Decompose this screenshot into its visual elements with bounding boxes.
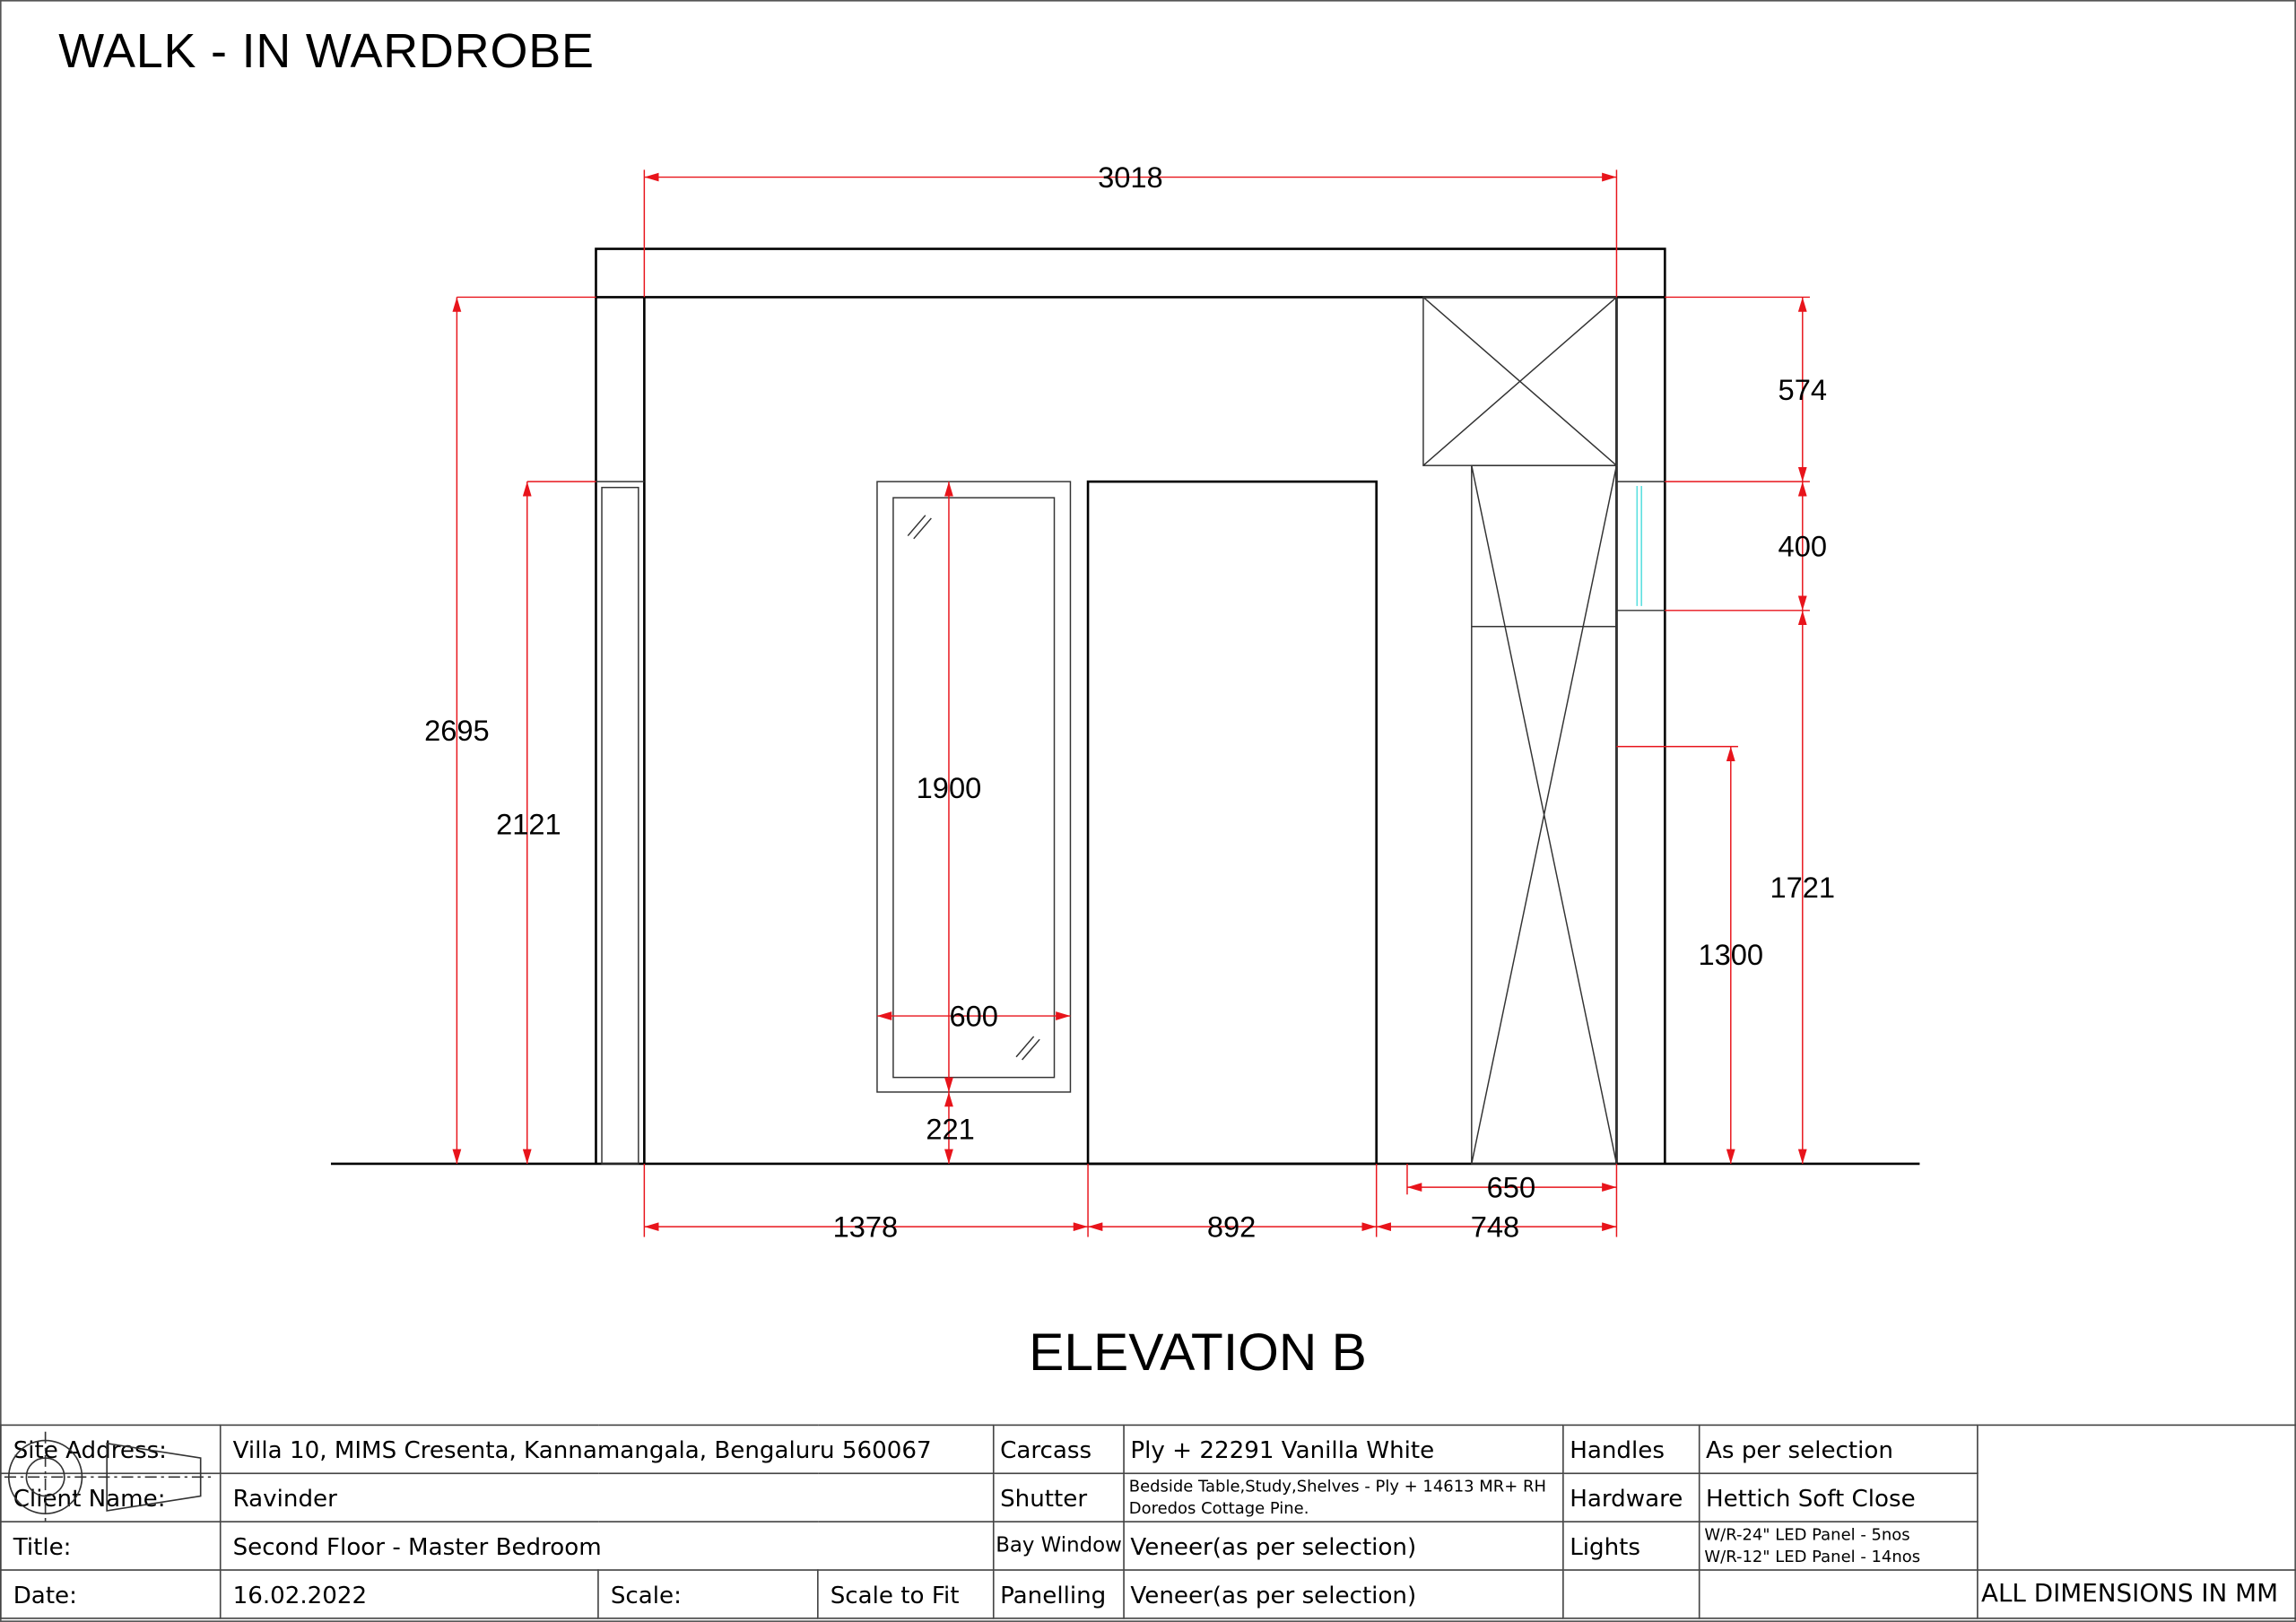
wardrobe-structure	[330, 247, 1920, 1166]
title-label: Title:	[0, 1521, 222, 1571]
site-value: Villa 10, MIMS Cresenta, Kannamangala, B…	[219, 1424, 995, 1475]
hardware-label: Hardware	[1562, 1472, 1700, 1522]
dim-seg-door: 892	[1207, 1210, 1256, 1244]
elevation-label: ELEVATION B	[1029, 1322, 1367, 1383]
date-value: 16.02.2022	[219, 1569, 599, 1619]
glass-hatch	[907, 515, 1040, 1061]
dim-seg-left: 1378	[833, 1210, 899, 1244]
dim-seg-right: 748	[1471, 1210, 1519, 1244]
dim-left-panel-height: 2121	[496, 808, 561, 841]
shutter-value: Bedside Table,Study,Shelves - Ply + 1461…	[1123, 1472, 1564, 1522]
drawing-title: WALK - IN WARDROBE	[58, 23, 595, 78]
dim-window-height: 400	[1779, 529, 1827, 562]
dim-overall-height: 2695	[424, 714, 490, 747]
extension-lines	[457, 169, 1810, 1237]
handles-value: As per selection	[1698, 1424, 1979, 1475]
dim-mirror-width: 600	[949, 1000, 997, 1033]
dimensions-note: ALL DIMENSIONS IN MM	[1977, 1569, 2296, 1619]
scale-value: Scale to Fit	[817, 1569, 995, 1619]
shutter-value-line-2: Doredos Cottage Pine.	[1128, 1498, 1309, 1519]
empty-cell	[1698, 1569, 1979, 1619]
title-value: Second Floor - Master Bedroom	[219, 1521, 995, 1571]
hardware-value: Hettich Soft Close	[1698, 1472, 1979, 1522]
mirror-glass	[892, 497, 1056, 1079]
title-block: Site Address: Villa 10, MIMS Cresenta, K…	[0, 1424, 2296, 1619]
dim-unit-height: 1721	[1770, 871, 1835, 904]
left-panel	[601, 486, 639, 1165]
projection-symbol	[4, 1424, 2296, 1571]
scale-label: Scale:	[597, 1569, 819, 1619]
panelling-label: Panelling	[992, 1569, 1125, 1619]
panelling-value: Veneer(as per selection)	[1123, 1569, 1564, 1619]
dim-overall-width: 3018	[1098, 160, 1163, 194]
bay-window-label: Bay Window	[992, 1521, 1125, 1571]
lights-value-line-1: W/R-24" LED Panel - 5nos	[1704, 1525, 1910, 1545]
mirror-frame	[876, 481, 1072, 1093]
client-value: Ravinder	[219, 1472, 995, 1522]
dimension-lines	[452, 172, 1807, 1232]
carcass-label: Carcass	[992, 1424, 1125, 1475]
handles-label: Handles	[1562, 1424, 1700, 1475]
dim-loft-height: 574	[1779, 373, 1827, 406]
dim-shelf-height: 1300	[1698, 938, 1763, 971]
wardrobe-details	[596, 296, 1665, 1165]
lights-label: Lights	[1562, 1521, 1700, 1571]
ceiling-beam	[595, 247, 1666, 299]
dim-unit-width: 650	[1487, 1171, 1535, 1204]
tall-unit-cross	[1471, 465, 1618, 1165]
bay-window-value: Veneer(as per selection)	[1123, 1521, 1564, 1571]
carcass-value: Ply + 22291 Vanilla White	[1123, 1424, 1564, 1475]
lights-value-line-2: W/R-12" LED Panel - 14nos	[1704, 1547, 1921, 1566]
dim-mirror-base: 221	[926, 1112, 974, 1145]
dim-mirror-height: 1900	[917, 771, 982, 804]
loft-cross	[1422, 296, 1617, 466]
empty-cell	[1562, 1569, 1700, 1619]
window-glass	[1636, 486, 1643, 606]
tall-unit	[1471, 464, 1618, 1165]
shutter-label: Shutter	[992, 1472, 1125, 1522]
shutter-value-line-1: Bedside Table,Study,Shelves - Ply + 1461…	[1128, 1477, 1546, 1496]
door	[1086, 480, 1378, 1166]
date-label: Date:	[0, 1569, 222, 1619]
